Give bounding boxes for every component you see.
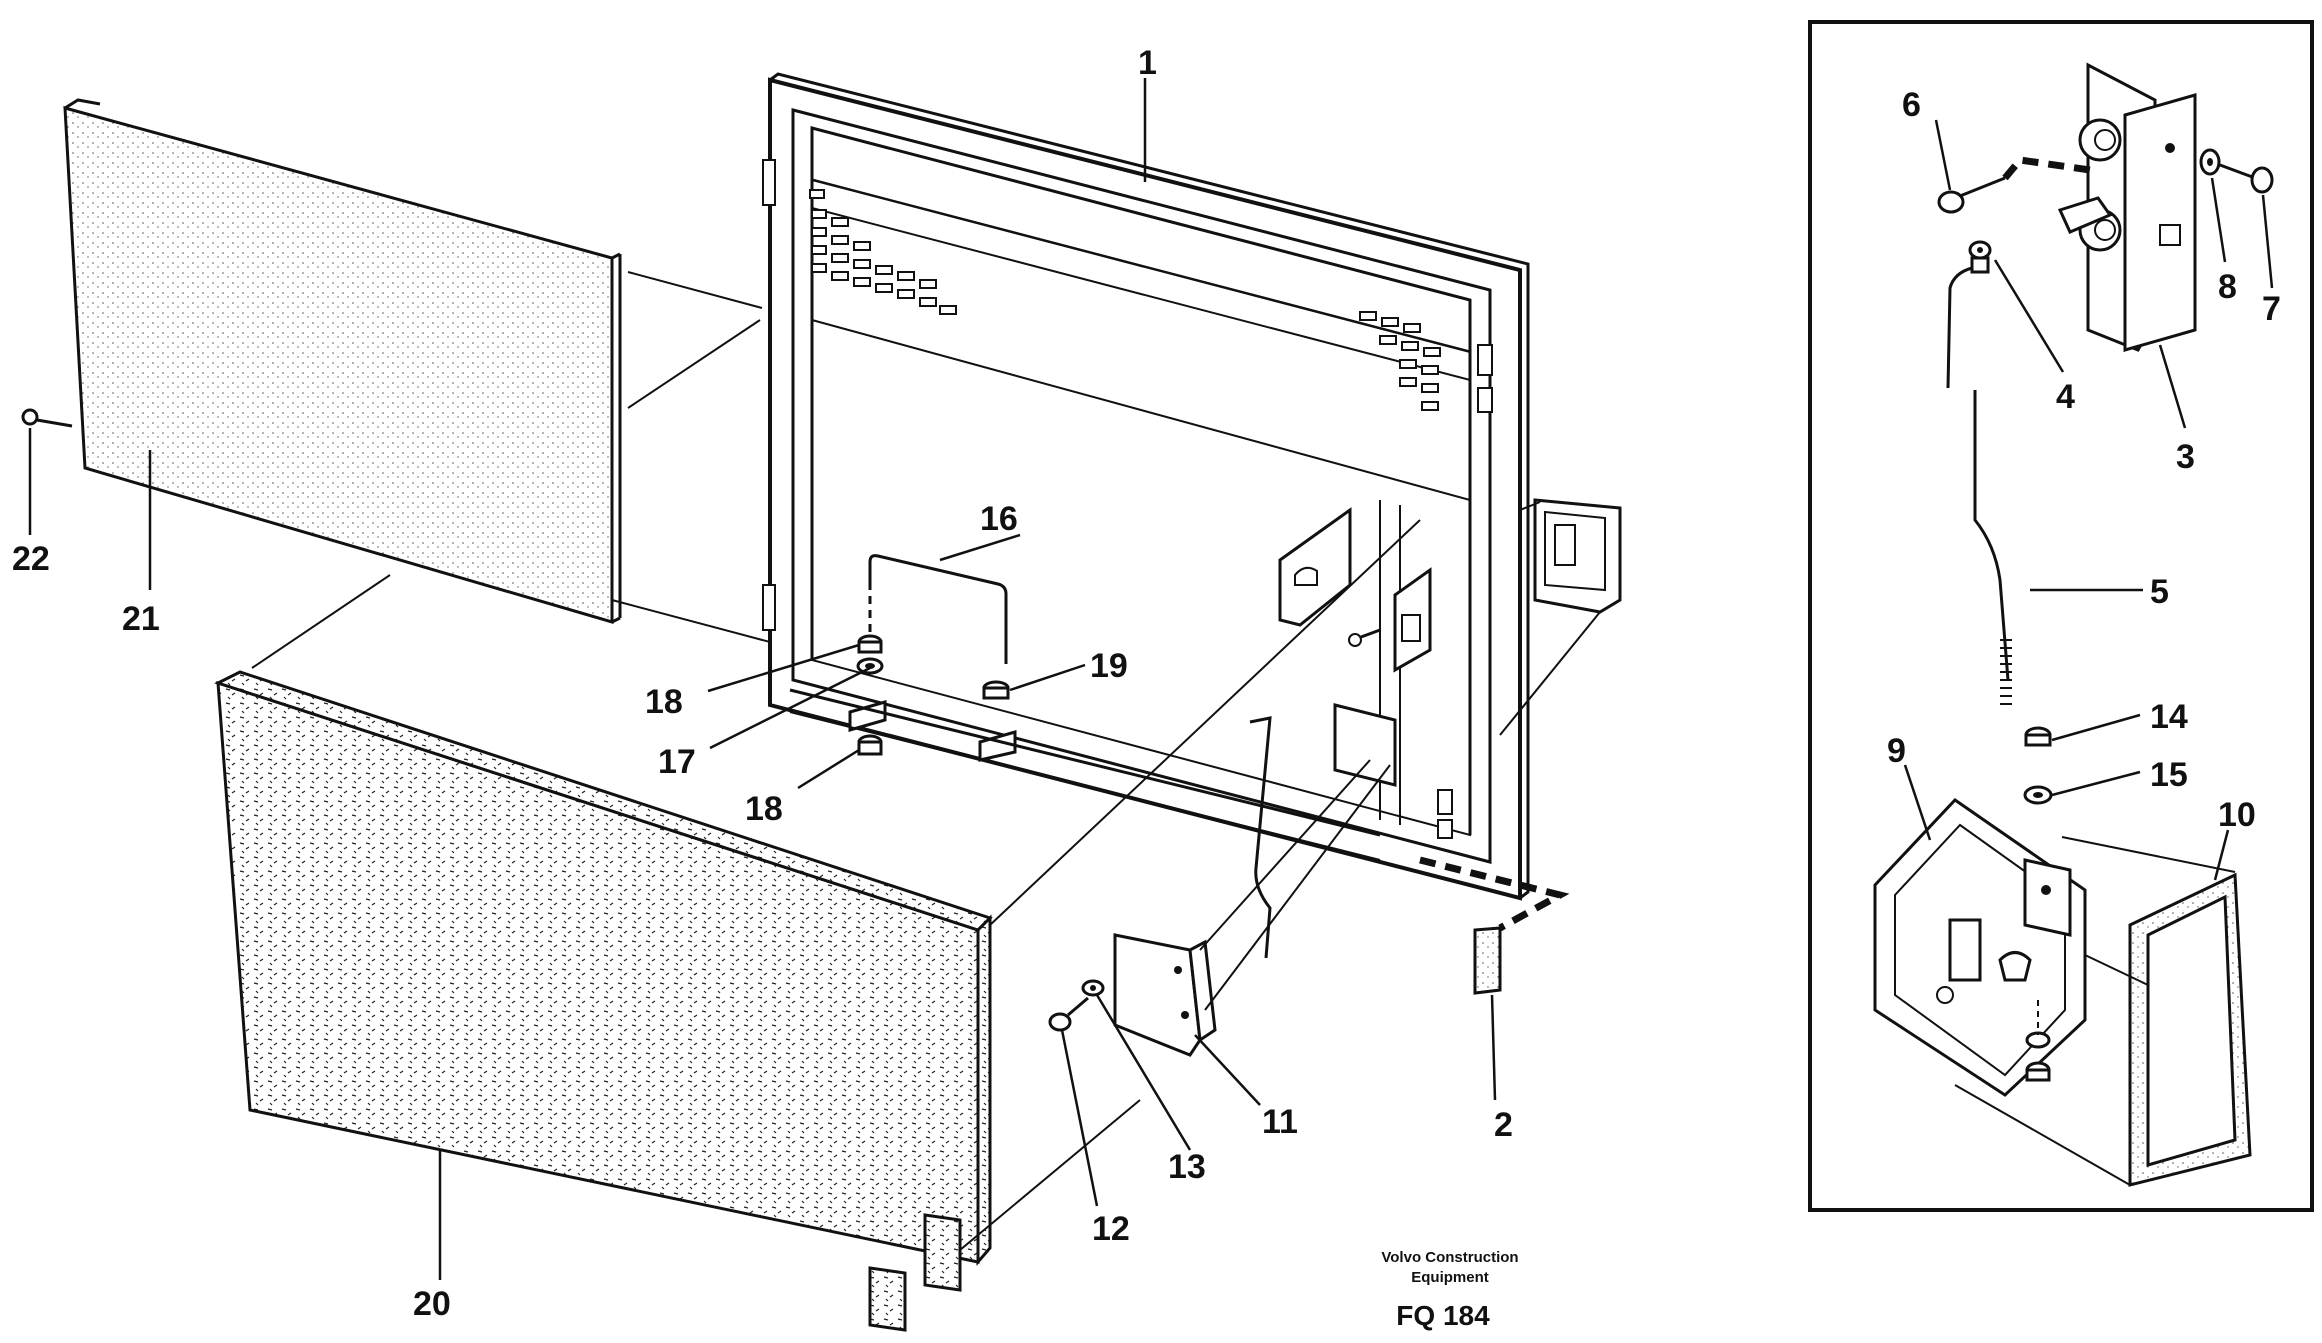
nut-18-upper (857, 634, 883, 654)
label-16: 16 (980, 500, 1018, 538)
label-15: 15 (2150, 756, 2188, 794)
manufacturer-line-2: Equipment (1411, 1269, 1489, 1286)
screw-6 (1937, 156, 2091, 214)
label-9: 9 (1887, 732, 1906, 770)
label-13: 13 (1168, 1148, 1206, 1186)
rod-5 (1946, 266, 2012, 705)
part-number-labels: 1 2 3 4 5 6 7 8 9 10 11 12 13 14 15 16 1… (12, 44, 2281, 1323)
nut-14 (2024, 726, 2052, 747)
label-3: 3 (2176, 438, 2195, 476)
screw-7 (2219, 163, 2274, 194)
label-18-lower: 18 (745, 790, 783, 828)
handle-16 (868, 554, 1008, 664)
label-8: 8 (2218, 268, 2237, 306)
frame-1 (762, 72, 1530, 901)
lock-lower-fasteners (2025, 1000, 2051, 1082)
washer-8 (2199, 148, 2221, 176)
label-1: 1 (1138, 44, 1157, 82)
label-14: 14 (2150, 698, 2188, 736)
figure-code: FQ 184 (1396, 1300, 1490, 1331)
label-12: 12 (1092, 1210, 1130, 1248)
grille-left (809, 189, 957, 315)
label-20: 20 (413, 1285, 451, 1323)
latch-bracket-11 (1113, 759, 1391, 1057)
striker-2 (1473, 926, 1502, 995)
screw-22 (21, 408, 73, 428)
clip-4 (1968, 240, 1992, 274)
panel-20 (214, 670, 993, 1332)
label-5: 5 (2150, 573, 2169, 611)
label-18-upper: 18 (645, 683, 683, 721)
label-22: 22 (12, 540, 50, 578)
grille-right (1359, 311, 1441, 411)
lock-9 (1873, 798, 2087, 1097)
label-2: 2 (1494, 1106, 1513, 1144)
panel-21 (63, 98, 622, 625)
label-21: 21 (122, 600, 160, 638)
label-10: 10 (2218, 796, 2256, 834)
screw-12 (1048, 996, 1089, 1032)
nut-19 (982, 680, 1010, 700)
figure-caption: Volvo Construction Equipment FQ 184 (1381, 1249, 1518, 1331)
label-7: 7 (2262, 290, 2281, 328)
label-19: 19 (1090, 647, 1128, 685)
label-4: 4 (2056, 378, 2075, 416)
washer-13 (1081, 979, 1105, 997)
label-17: 17 (658, 743, 696, 781)
leader-lines (28, 78, 2274, 1280)
lock-plate-3 (2057, 62, 2197, 352)
manufacturer-line-1: Volvo Construction (1381, 1249, 1518, 1266)
lock-housing (1533, 498, 1622, 614)
handle-mount-brackets (789, 688, 1381, 861)
gasket-10 (2128, 872, 2252, 1187)
nut-18-lower (857, 734, 883, 756)
label-6: 6 (1902, 86, 1921, 124)
washer-15 (2023, 785, 2053, 805)
label-11: 11 (1262, 1103, 1298, 1141)
washer-17 (856, 657, 884, 675)
